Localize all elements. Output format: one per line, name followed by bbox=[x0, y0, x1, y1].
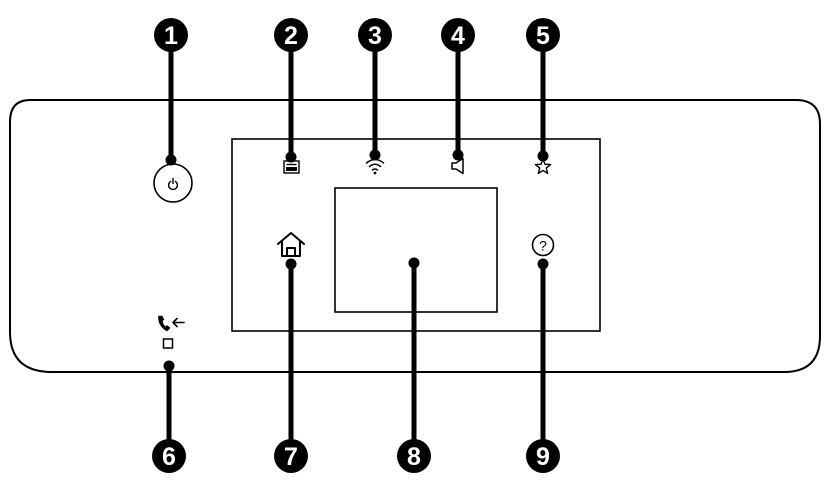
callout-7: 7 bbox=[274, 258, 308, 473]
callout-number: 9 bbox=[536, 443, 550, 471]
callout-number: 2 bbox=[284, 22, 298, 50]
callout-6: 6 bbox=[152, 360, 186, 473]
speaker-icon bbox=[451, 157, 464, 175]
callout-9: 9 bbox=[526, 258, 560, 473]
callout-4: 4 bbox=[441, 18, 475, 161]
callout-anchor-dot bbox=[537, 258, 549, 270]
help-button[interactable]: ? bbox=[531, 233, 555, 257]
callout-2: 2 bbox=[274, 18, 308, 163]
callout-number: 8 bbox=[407, 443, 421, 471]
home-button[interactable] bbox=[277, 232, 305, 257]
callout-number: 7 bbox=[284, 443, 298, 471]
callout-badge bbox=[152, 439, 186, 473]
callout-badge bbox=[441, 18, 475, 52]
callout-badge bbox=[397, 439, 431, 473]
callout-anchor-dot bbox=[285, 258, 297, 270]
callout-number: 5 bbox=[536, 22, 550, 50]
callout-anchor-dot bbox=[408, 257, 420, 269]
callout-3: 3 bbox=[358, 18, 392, 161]
callouts: 1 2 3 4 5 6 7 8 9 bbox=[152, 18, 560, 473]
star-icon bbox=[534, 158, 552, 175]
callout-badge bbox=[358, 18, 392, 52]
callout-badge bbox=[154, 18, 188, 52]
callout-anchor-dot bbox=[452, 149, 464, 161]
callout-badge bbox=[274, 18, 308, 52]
callout-badge bbox=[526, 18, 560, 52]
callout-5: 5 bbox=[526, 18, 560, 162]
help-icon: ? bbox=[539, 238, 547, 254]
callout-anchor-dot bbox=[537, 150, 549, 162]
callout-badge bbox=[274, 439, 308, 473]
callout-anchor-dot bbox=[285, 151, 297, 163]
callout-anchor-dot bbox=[163, 360, 175, 372]
fax-data-light bbox=[158, 315, 185, 349]
callout-number: 3 bbox=[368, 22, 382, 50]
home-icon bbox=[277, 232, 305, 257]
callout-badge bbox=[526, 439, 560, 473]
panel-outline bbox=[9, 99, 821, 373]
callout-1: 1 bbox=[154, 18, 188, 166]
power-button[interactable] bbox=[153, 163, 193, 203]
callout-anchor-dot bbox=[165, 154, 177, 166]
fax-icon bbox=[283, 160, 300, 174]
callout-number: 6 bbox=[162, 443, 176, 471]
callout-8: 8 bbox=[397, 257, 431, 473]
callout-number: 1 bbox=[164, 22, 178, 50]
callout-number: 4 bbox=[451, 22, 465, 50]
callout-anchor-dot bbox=[369, 149, 381, 161]
power-icon bbox=[167, 177, 179, 191]
phone-incoming-icon bbox=[158, 315, 185, 332]
wifi-icon bbox=[365, 158, 385, 175]
